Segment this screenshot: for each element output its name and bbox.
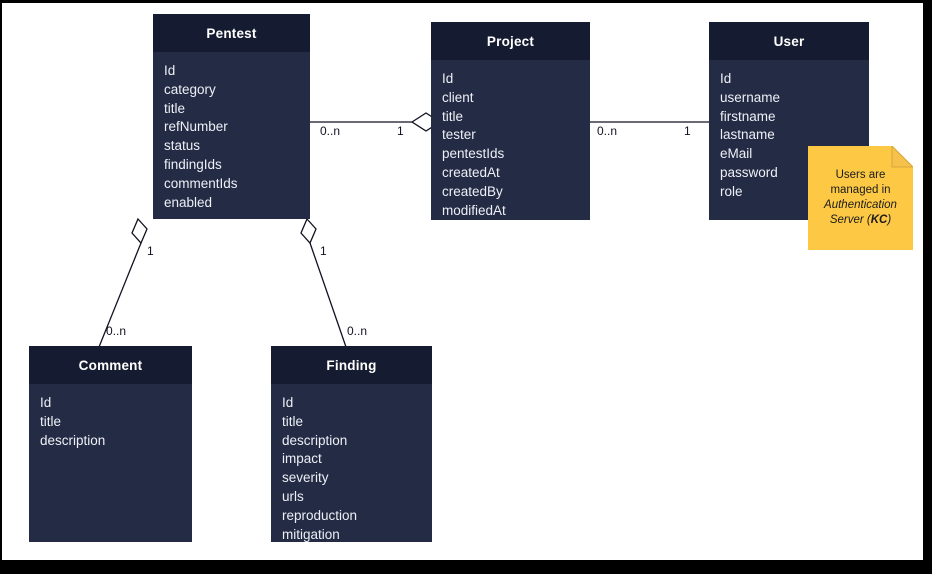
multiplicity-pentest-project-to: 1: [397, 124, 404, 138]
edge-pentest-finding: [309, 242, 347, 348]
note-line-2: managed in: [830, 184, 891, 196]
note-line-1: Users are: [835, 169, 886, 181]
attribute-row: Id: [282, 395, 294, 410]
attribute-row: title: [442, 108, 464, 124]
class-title-pentest: Pentest: [153, 14, 310, 52]
class-attributes-pentest: Id category title refNumber status findi…: [153, 52, 310, 222]
class-box-project[interactable]: Project Id client title tester pentestId…: [431, 22, 590, 220]
attribute-row: client: [442, 89, 474, 105]
class-attributes-comment: Id title description: [29, 384, 192, 460]
attribute-row: createdAt: [442, 164, 500, 180]
attribute-row: password: [720, 164, 778, 180]
note-text: Users are managed in Authentication Serv…: [808, 146, 913, 250]
note-line-4: Server (KC): [830, 213, 891, 228]
note-line-4-prefix: Server (: [829, 214, 871, 226]
note-line-3: Authentication: [824, 199, 897, 211]
attribute-row: findingIds: [164, 156, 222, 172]
attribute-row: urls: [282, 488, 304, 504]
attribute-row: impact: [282, 451, 322, 467]
attribute-row: role: [720, 183, 743, 199]
attribute-row: username: [720, 89, 781, 105]
attribute-row: pentestIds: [442, 146, 505, 162]
attribute-row: description: [40, 432, 106, 448]
attribute-row: Id: [720, 71, 732, 86]
attribute-row: createdBy: [442, 183, 503, 199]
attribute-row: mitigation: [282, 526, 340, 542]
attribute-row: firstname: [720, 108, 776, 124]
attribute-row: category: [164, 81, 216, 97]
attribute-row: commentIds: [164, 175, 238, 191]
attribute-row: lastname: [720, 127, 775, 143]
attribute-row: Id: [40, 395, 52, 410]
class-title-user: User: [709, 22, 869, 60]
attribute-row: title: [40, 413, 62, 429]
class-title-comment: Comment: [29, 346, 192, 384]
multiplicity-pentest-finding-to: 0..n: [347, 324, 368, 338]
class-attributes-project: Id client title tester pentestIds create…: [431, 60, 590, 230]
note-line-4-bold: KC: [870, 214, 888, 226]
attribute-row: status: [164, 138, 201, 154]
aggregation-diamond-pentest-comment: [131, 217, 148, 245]
class-box-finding[interactable]: Finding Id title description impact seve…: [271, 346, 432, 542]
multiplicity-pentest-finding-from: 1: [320, 244, 327, 258]
attribute-row: eMail: [720, 146, 753, 162]
attribute-row: Id: [164, 63, 176, 78]
class-box-comment[interactable]: Comment Id title description: [29, 346, 192, 542]
class-attributes-finding: Id title description impact severity url…: [271, 384, 432, 554]
attribute-row: Id: [442, 71, 454, 86]
class-title-project: Project: [431, 22, 590, 60]
multiplicity-project-user-to: 1: [684, 124, 691, 138]
multiplicity-pentest-comment-from: 1: [147, 244, 154, 258]
note-line-4-suffix: ): [887, 214, 892, 226]
class-title-finding: Finding: [271, 346, 432, 384]
multiplicity-pentest-project-from: 0..n: [320, 124, 341, 138]
attribute-row: description: [282, 432, 348, 448]
attribute-row: enabled: [164, 194, 213, 210]
class-attributes-user: Id username firstname lastname eMail pas…: [709, 60, 869, 212]
attribute-row: severity: [282, 470, 329, 486]
attribute-row: reproduction: [282, 507, 358, 523]
attribute-row: title: [282, 413, 304, 429]
attribute-row: refNumber: [164, 119, 228, 135]
attribute-row: tester: [442, 127, 476, 143]
attribute-row: modifiedAt: [442, 202, 506, 218]
diagram-canvas: 0..n 1 0..n 1 1 0..n 1 0..n Pentest Id c…: [2, 3, 923, 560]
aggregation-diamond-pentest-finding: [300, 217, 317, 245]
multiplicity-pentest-comment-to: 0..n: [106, 324, 127, 338]
class-box-pentest[interactable]: Pentest Id category title refNumber stat…: [153, 14, 310, 219]
multiplicity-project-user-from: 0..n: [597, 124, 618, 138]
note-shape-icon: [808, 146, 913, 250]
attribute-row: title: [164, 100, 186, 116]
sticky-note[interactable]: Users are managed in Authentication Serv…: [808, 146, 913, 250]
